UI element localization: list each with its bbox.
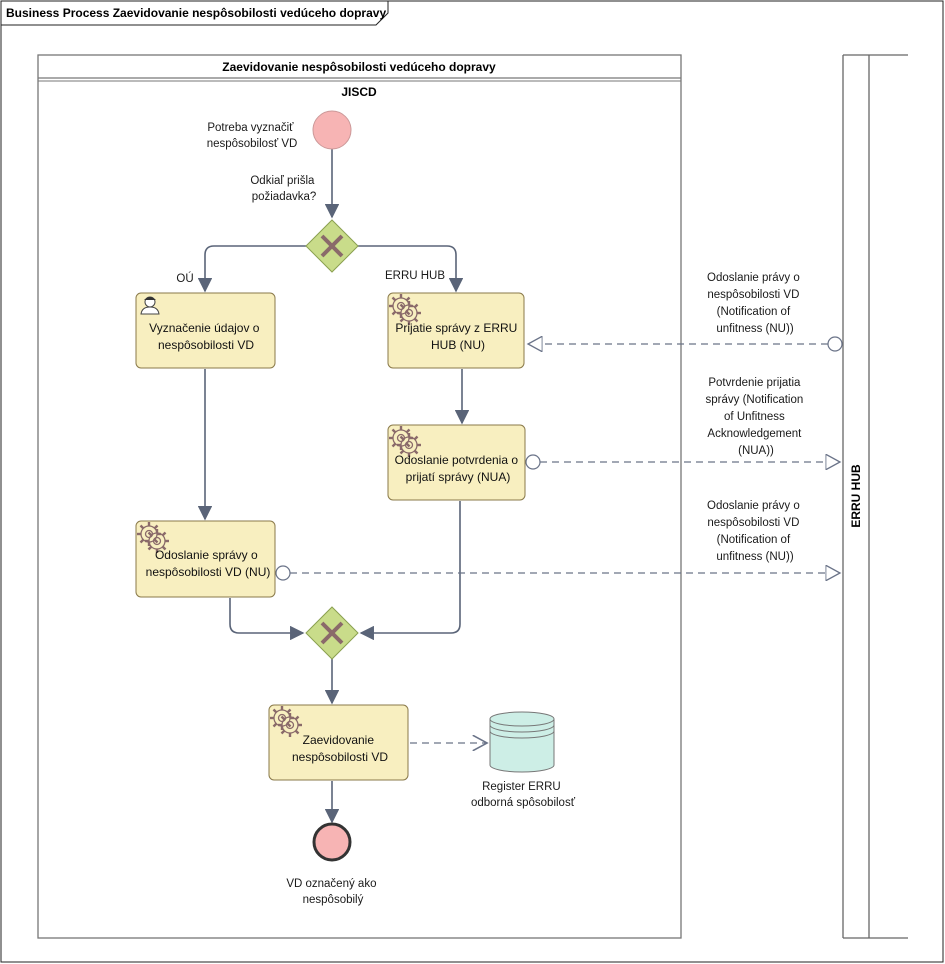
svg-text:Zaevidovanie nespôsobilo: Zaevidovanie nespôsobilosti VD (292, 733, 388, 764)
message-flows (275, 337, 843, 743)
svg-text:Prijatie správy z ERRU H: Prijatie správy z ERRU HUB (NU) (395, 321, 520, 352)
task-vyznacenie: Vyznačenie údajov o nespôsobilosti VD (135, 292, 276, 369)
gateway-split-label: Odkiaľ prišla požiadavka? (250, 175, 317, 203)
message-label-outgoing-nu: Odoslanie právy o nespôsobilosti VD (Not… (707, 500, 803, 563)
svg-text:Vyznačenie údajov o nesp: Vyznačenie údajov o nespôsobilosti VD (149, 321, 263, 352)
svg-text:Odoslanie potvrdenia o p: Odoslanie potvrdenia o prijatí správy (N… (395, 453, 522, 484)
branch-label-erru-hub: ERRU HUB (385, 270, 445, 282)
task-zaevidovanie: Zaevidovanie nespôsobilosti VD (268, 704, 409, 781)
start-event (312, 110, 352, 150)
lane-title: JISCD (341, 85, 377, 99)
user-task-icon (140, 296, 160, 315)
flow-gateway-to-vyznacenie (197, 245, 306, 293)
task-prijatie: Prijatie správy z ERRU HUB (NU) (387, 292, 525, 369)
message-label-incoming-nu: Odoslanie právy o nespôsobilosti VD (Not… (707, 272, 803, 335)
frame-title: Business Process Zaevidovanie nespôsobil… (6, 6, 386, 20)
data-store-register-erru (489, 711, 555, 773)
pool-title: Zaevidovanie nespôsobilosti vedúceho dop… (222, 60, 496, 74)
exclusive-gateway-merge (305, 606, 359, 660)
start-event-label: Potreba vyznačiť nespôsobilosť VD (207, 122, 298, 150)
message-label-outgoing-nua: Potvrdenie prijatia správy (Notification… (706, 377, 807, 457)
flow-potvrdenie-to-merge (359, 501, 461, 641)
end-event (312, 822, 352, 862)
erru-hub-pool: ERRU HUB (842, 54, 908, 939)
flow-odoslanie-to-merge (229, 598, 305, 641)
data-store-label: Register ERRU odborná spôsobilosť (471, 781, 576, 809)
sequence-flows (197, 149, 470, 824)
end-event-label: VD označený ako nespôsobilý (286, 878, 379, 906)
branch-label-ou: OÚ (176, 272, 193, 285)
erru-hub-title: ERRU HUB (849, 464, 863, 528)
svg-text:Odoslanie správy o nespô: Odoslanie správy o nespôsobilosti VD (NU… (146, 548, 271, 579)
exclusive-gateway-split (305, 219, 359, 273)
task-potvrdenie: Odoslanie potvrdenia o prijatí správy (N… (387, 424, 526, 501)
frame-title-tab (1, 1, 389, 26)
main-pool (37, 54, 682, 939)
task-odoslanie: Odoslanie správy o nespôsobilosti VD (NU… (135, 520, 276, 598)
flow-gateway-to-prijatie (358, 245, 464, 293)
